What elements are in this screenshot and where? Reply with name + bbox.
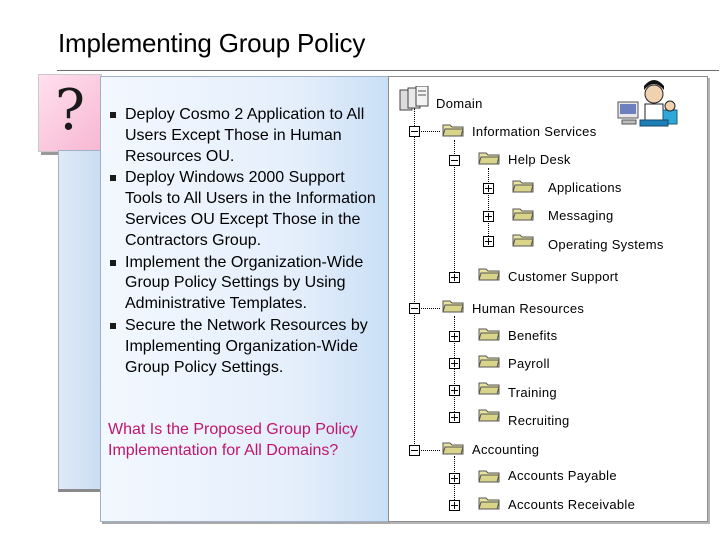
tree-node-customer-support[interactable]: Customer Support: [508, 269, 619, 284]
bullet-list: Deploy Cosmo 2 Application to All Users …: [106, 105, 386, 379]
expand-toggle[interactable]: [449, 272, 460, 283]
ou-folder-icon: [478, 382, 500, 395]
tree-line: [414, 308, 440, 310]
tree-node-recruiting[interactable]: Recruiting: [508, 413, 570, 428]
expand-toggle[interactable]: [483, 211, 494, 222]
tree-line: [454, 140, 456, 278]
bullet-text: Implement the Organization-Wide Group Po…: [125, 253, 364, 313]
expand-toggle[interactable]: [449, 412, 460, 423]
ou-folder-icon: [478, 152, 500, 165]
tree-node-accounts-receivable[interactable]: Accounts Receivable: [508, 497, 636, 512]
expand-toggle[interactable]: [483, 236, 494, 247]
back-panel-shadow: [58, 489, 102, 492]
tree-node-payroll[interactable]: Payroll: [508, 356, 550, 371]
question-mark-icon: ?: [54, 78, 86, 143]
ou-folder-icon: [442, 300, 464, 313]
bullet-item: Implement the Organization-Wide Group Po…: [106, 253, 386, 315]
collapse-toggle[interactable]: [409, 126, 420, 137]
ou-folder-icon: [442, 124, 464, 137]
ou-folder-icon: [478, 355, 500, 368]
collapse-toggle[interactable]: [409, 303, 420, 314]
bullet-text: Deploy Windows 2000 Support Tools to All…: [125, 169, 376, 249]
collapse-toggle[interactable]: [409, 445, 420, 456]
ou-folder-icon: [478, 328, 500, 341]
tree-line: [488, 168, 490, 242]
ou-folder-icon: [478, 409, 500, 422]
tree-node-applications[interactable]: Applications: [548, 180, 622, 195]
question-mark-box: ?: [38, 74, 102, 152]
question-text: What Is the Proposed Group Policy Implem…: [108, 421, 358, 459]
bullet-icon: [110, 259, 116, 266]
expand-toggle[interactable]: [449, 473, 460, 484]
tree-line: [414, 108, 416, 450]
expand-toggle[interactable]: [449, 331, 460, 342]
tree-node-training[interactable]: Training: [508, 385, 557, 400]
domain-tree-panel: [388, 76, 708, 522]
tree-node-accounts-payable[interactable]: Accounts Payable: [508, 468, 617, 483]
tree-node-help-desk[interactable]: Help Desk: [508, 152, 571, 167]
expand-toggle[interactable]: [449, 385, 460, 396]
back-panel: [58, 150, 103, 492]
title-underline: [57, 70, 719, 71]
tree-node-information-services[interactable]: Information Services: [472, 124, 597, 139]
tree-node-benefits[interactable]: Benefits: [508, 328, 558, 343]
bullet-text: Deploy Cosmo 2 Application to All Users …: [125, 106, 365, 165]
collapse-toggle[interactable]: [449, 155, 460, 166]
bullet-icon: [110, 175, 116, 182]
expand-toggle[interactable]: [483, 183, 494, 194]
ou-folder-icon: [512, 180, 534, 193]
ou-folder-icon: [512, 234, 534, 247]
bullet-item: Deploy Windows 2000 Support Tools to All…: [106, 168, 386, 251]
tree-line: [414, 131, 440, 133]
expand-toggle[interactable]: [449, 358, 460, 369]
ou-folder-icon: [442, 442, 464, 455]
users-computer-icon: [617, 80, 678, 127]
bullet-icon: [110, 322, 116, 329]
domain-servers-icon: [399, 86, 429, 111]
tree-node-domain[interactable]: Domain: [436, 96, 483, 111]
slide-title: Implementing Group Policy: [58, 28, 366, 58]
content-panel: [100, 76, 389, 522]
tree-node-operating-systems[interactable]: Operating Systems: [548, 237, 664, 252]
bullet-text: Secure the Network Resources by Implemen…: [125, 316, 368, 376]
expand-toggle[interactable]: [449, 500, 460, 511]
tree-node-accounting[interactable]: Accounting: [472, 442, 540, 457]
bullet-icon: [110, 112, 116, 118]
ou-folder-icon: [512, 208, 534, 221]
ou-folder-icon: [478, 268, 500, 281]
bullet-item: Secure the Network Resources by Implemen…: [106, 316, 386, 378]
ou-folder-icon: [478, 470, 500, 483]
tree-node-messaging[interactable]: Messaging: [548, 208, 614, 223]
tree-node-human-resources[interactable]: Human Resources: [472, 301, 585, 316]
bullet-item: Deploy Cosmo 2 Application to All Users …: [106, 105, 386, 167]
ou-folder-icon: [478, 497, 500, 510]
tree-line: [414, 450, 440, 452]
